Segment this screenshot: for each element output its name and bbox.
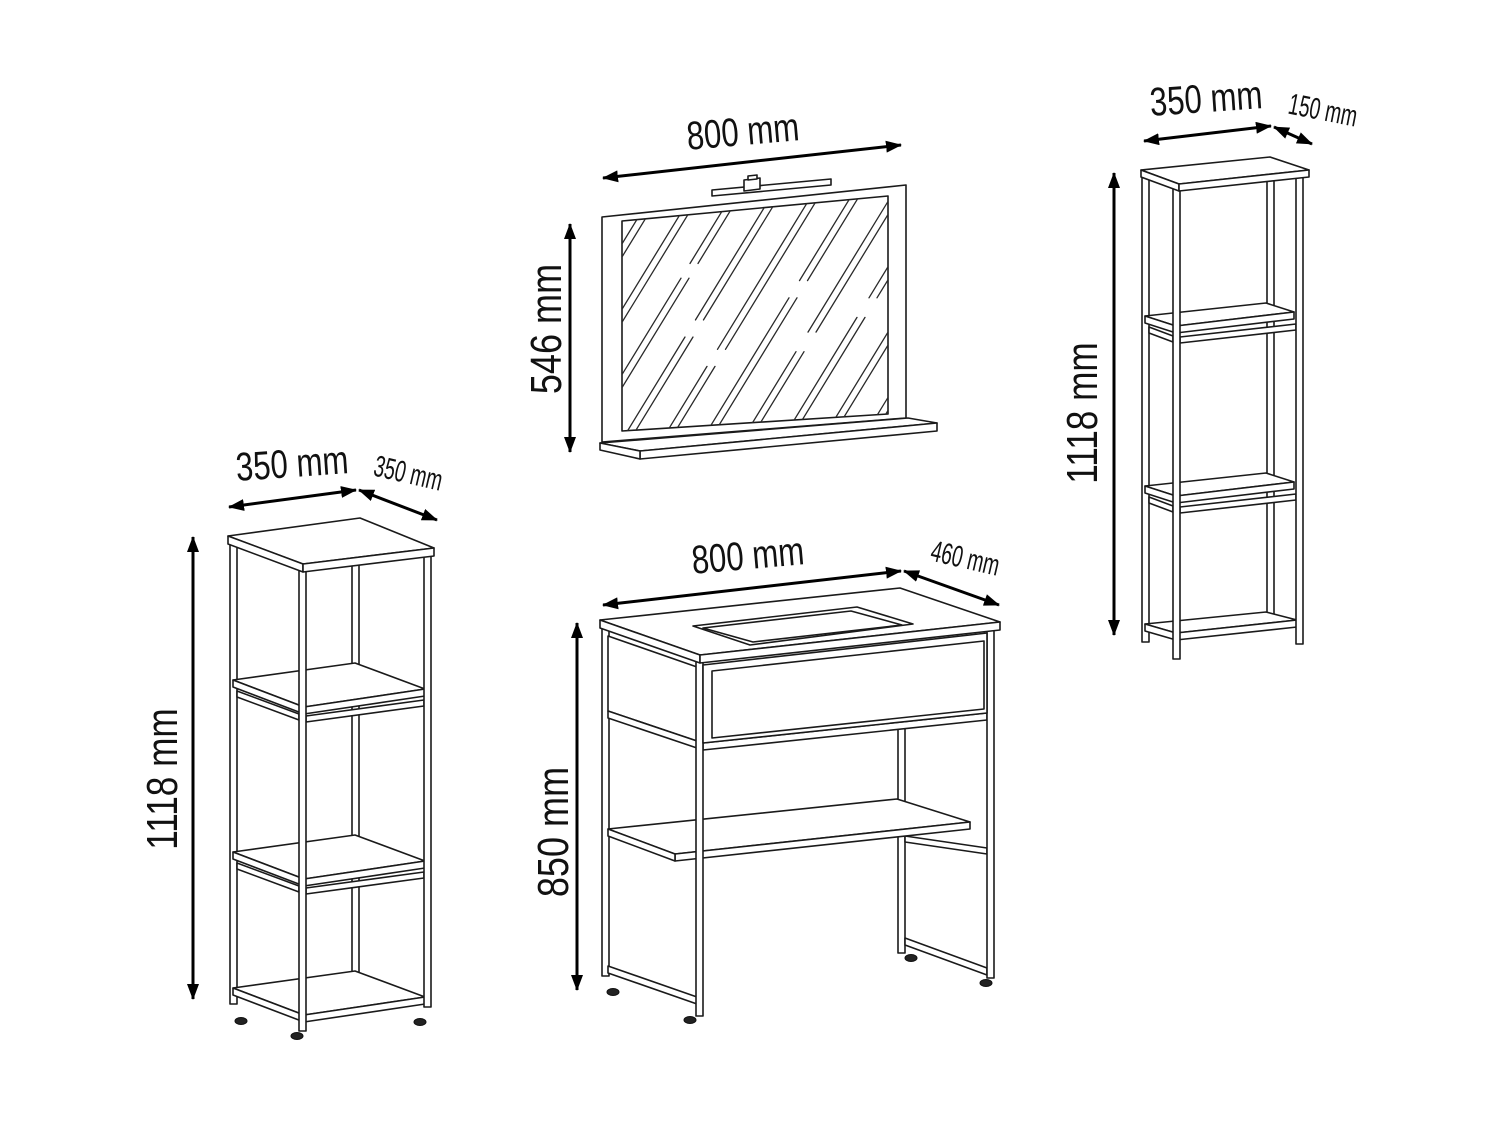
mirror-unit bbox=[599, 174, 938, 460]
mirror-light-bar bbox=[711, 178, 832, 197]
vanity-front-right-post bbox=[986, 627, 995, 979]
vanity-dimensions: 800 mm 460 mm 850 mm bbox=[529, 529, 1003, 991]
vanity-width-label: 800 mm bbox=[690, 529, 806, 583]
wall-shelf-front-right-post bbox=[1295, 173, 1304, 645]
vanity-height-label: 850 mm bbox=[529, 767, 578, 897]
floor-shelf-front-right-post bbox=[423, 551, 432, 1008]
floor-shelf-foot bbox=[290, 1032, 304, 1040]
floor-shelf-height-label: 1118 mm bbox=[138, 708, 187, 849]
wall-shelf-front-left-post bbox=[1172, 187, 1181, 660]
vanity-countertop-front bbox=[699, 621, 1001, 664]
floor-shelf-top-board-front bbox=[302, 547, 435, 573]
floor-shelf-foot bbox=[234, 1017, 248, 1025]
vanity-drawer-front bbox=[711, 640, 985, 739]
vanity-foot bbox=[606, 988, 620, 996]
mirror-glass-hatching bbox=[622, 196, 888, 431]
wall-shelf-depth-arrow bbox=[1273, 125, 1313, 146]
floor-shelf-width-arrow bbox=[228, 486, 357, 511]
wall-shelf-width-label: 350 mm bbox=[1148, 72, 1264, 124]
floor-shelf-back-right-post bbox=[351, 523, 360, 983]
floor-shelf-back-left-post bbox=[229, 541, 238, 1005]
mirror-dimensions: 800 mm 546 mm bbox=[522, 105, 902, 453]
vanity-basin-bowl bbox=[702, 610, 903, 643]
mirror-shelf-side bbox=[599, 442, 641, 460]
wall-shelf-top-board-front bbox=[1178, 169, 1310, 192]
mirror-light-arm bbox=[747, 174, 758, 181]
vanity-foot bbox=[979, 979, 993, 987]
wall-shelf-width-arrow bbox=[1143, 121, 1272, 146]
mirror-width-label: 800 mm bbox=[685, 105, 801, 159]
floor-shelf-unit bbox=[227, 517, 435, 1040]
floor-shelf-dimensions: 350 mm 350 mm 1118 mm bbox=[138, 437, 446, 1000]
mirror-width-arrow bbox=[602, 140, 902, 183]
vanity-foot bbox=[904, 954, 918, 962]
vanity-depth-arrow bbox=[903, 569, 1000, 607]
mirror-height-label: 546 mm bbox=[522, 264, 571, 394]
wall-shelf-back-right-post bbox=[1266, 159, 1275, 623]
floor-shelf-depth-arrow bbox=[358, 488, 438, 522]
floor-shelf-foot bbox=[413, 1018, 427, 1026]
floor-shelf-front-left-post bbox=[298, 569, 307, 1032]
vanity-width-arrow bbox=[602, 566, 902, 610]
vanity-lower-shelf-side bbox=[607, 828, 676, 862]
wall-shelf-height-label: 1118 mm bbox=[1058, 342, 1107, 483]
vanity-back-right-post bbox=[897, 724, 906, 954]
floor-shelf-width-label: 350 mm bbox=[234, 437, 350, 489]
mirror-glass bbox=[621, 195, 889, 432]
vanity-front-left-post bbox=[695, 659, 704, 1017]
vanity-foot bbox=[683, 1016, 697, 1024]
wall-shelf-dimensions: 350 mm 150 mm 1118 mm bbox=[1058, 72, 1360, 636]
wall-shelf-unit bbox=[1140, 156, 1310, 660]
wall-shelf-back-left-post bbox=[1141, 174, 1150, 643]
